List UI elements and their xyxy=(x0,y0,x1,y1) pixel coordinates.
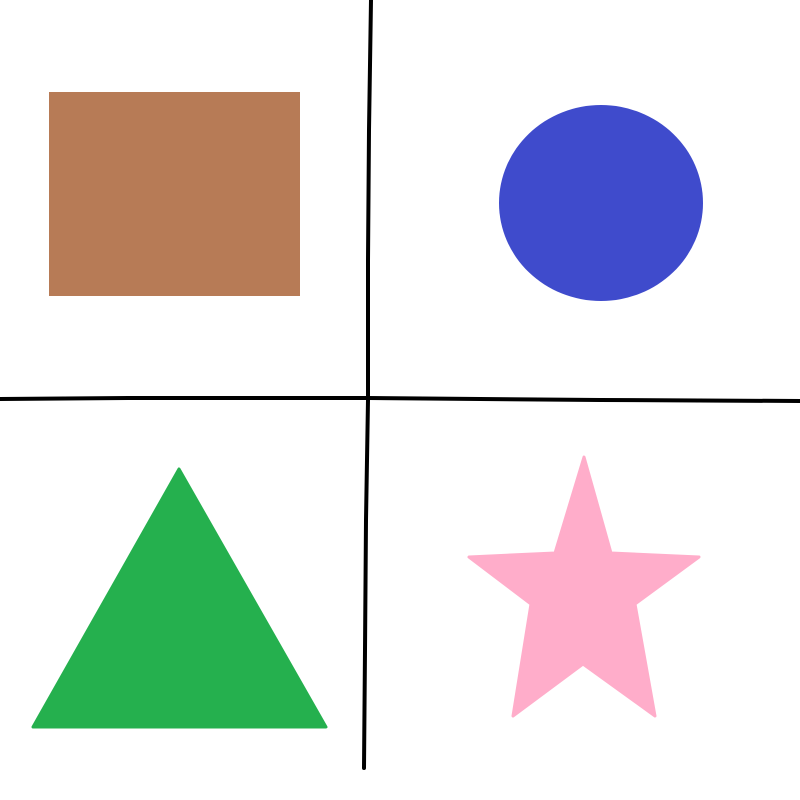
triangle-shape xyxy=(31,467,328,729)
circle-shape xyxy=(499,105,703,301)
vertical-divider-line xyxy=(362,0,373,770)
horizontal-divider-line xyxy=(0,396,800,403)
rectangle-shape xyxy=(49,92,300,296)
star-shape xyxy=(467,455,701,718)
